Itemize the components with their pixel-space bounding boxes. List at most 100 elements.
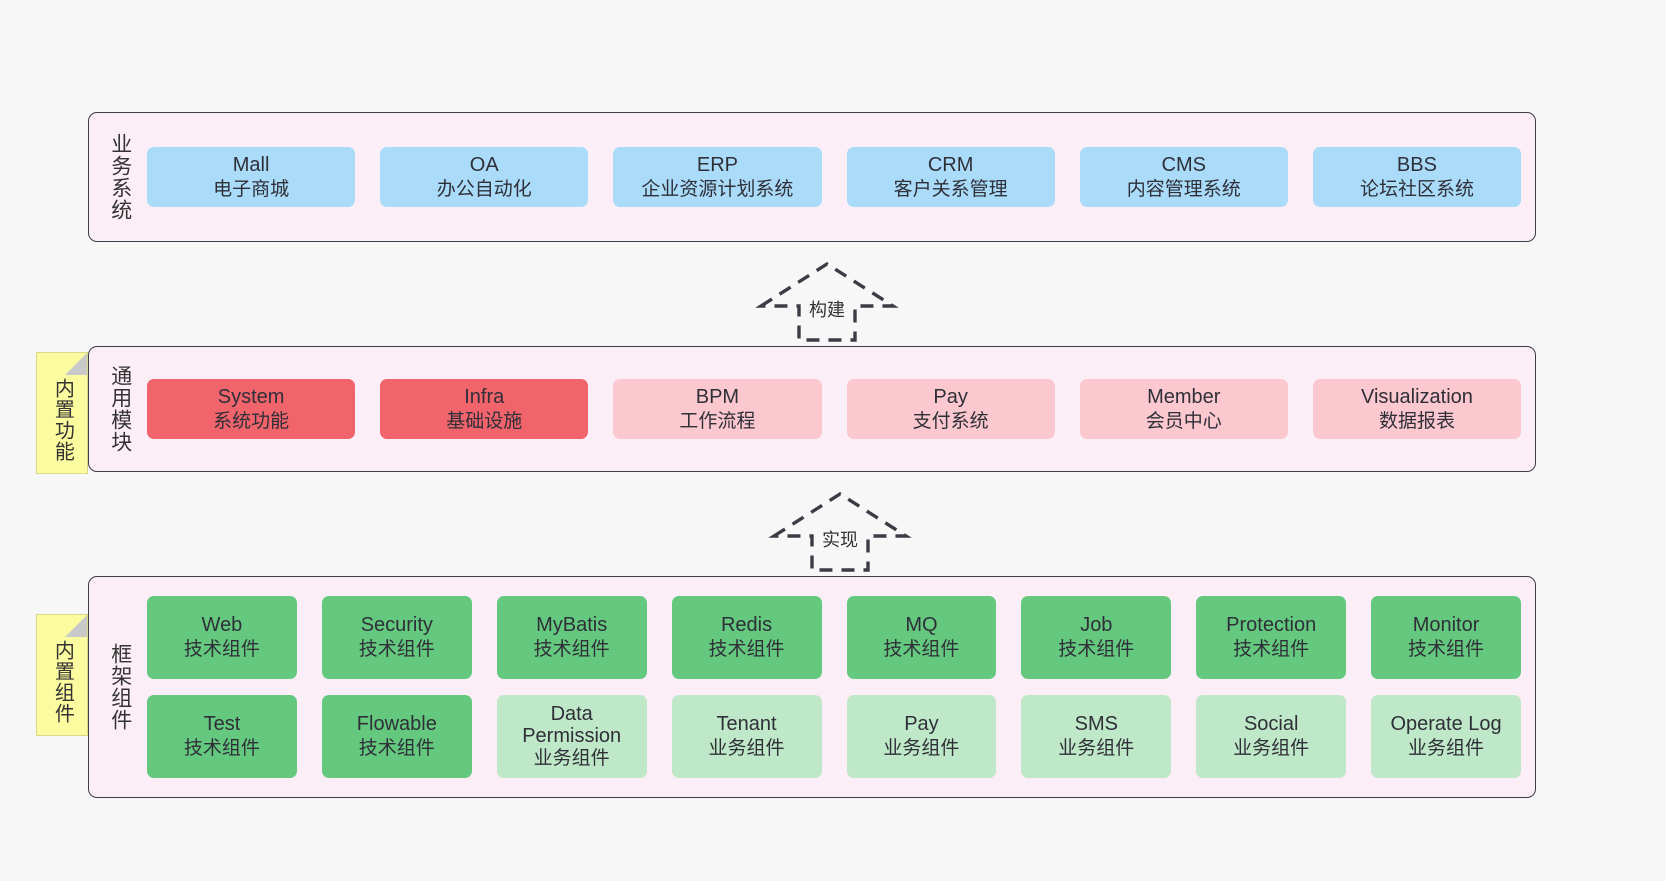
layer-business-system: 业务系统 Mall 电子商城 OA 办公自动化 ERP 企业资源计划系统 CRM…	[88, 112, 1536, 242]
card-member[interactable]: Member 会员中心	[1079, 378, 1288, 440]
card-mq[interactable]: MQ 技术组件	[846, 596, 997, 679]
card-title: CMS	[1161, 153, 1206, 176]
card-cms[interactable]: CMS 内容管理系统	[1079, 146, 1288, 208]
card-mybatis[interactable]: MyBatis 技术组件	[496, 596, 647, 679]
connector-build-label: 构建	[809, 300, 845, 320]
card-visualization[interactable]: Visualization 数据报表	[1312, 378, 1522, 440]
card-sms[interactable]: SMS 业务组件	[1021, 695, 1172, 778]
card-social[interactable]: Social 业务组件	[1196, 695, 1347, 778]
card-title: Social	[1243, 713, 1299, 736]
layer-body-business-system: Mall 电子商城 OA 办公自动化 ERP 企业资源计划系统 CRM 客户关系…	[137, 125, 1522, 229]
connector-build: 构建	[755, 258, 905, 344]
card-erp[interactable]: ERP 企业资源计划系统	[613, 146, 822, 208]
layer-title-common-module: 通用模块	[108, 365, 132, 453]
card-test[interactable]: Test 技术组件	[147, 695, 297, 778]
card-title: CRM	[927, 153, 974, 176]
card-subtitle: 内容管理系统	[1126, 178, 1241, 200]
card-row: Mall 电子商城 OA 办公自动化 ERP 企业资源计划系统 CRM 客户关系…	[147, 146, 1522, 208]
card-bpm[interactable]: BPM 工作流程	[613, 378, 822, 440]
connector-implement-label: 实现	[822, 530, 858, 550]
card-title: BBS	[1396, 153, 1437, 176]
card-title: Infra	[464, 385, 505, 408]
card-security[interactable]: Security 技术组件	[321, 596, 472, 679]
card-subtitle: 企业资源计划系统	[641, 178, 794, 200]
layer-common-module: 通用模块 System 系统功能 Infra 基础设施 BPM 工作流程 Pay…	[88, 346, 1536, 472]
layer-framework-component: 框架组件 Web 技术组件 Security 技术组件 MyBatis 技术组件…	[88, 576, 1536, 798]
card-subtitle: 数据报表	[1378, 410, 1455, 432]
card-subtitle: 技术组件	[358, 738, 435, 760]
card-monitor[interactable]: Monitor 技术组件	[1371, 596, 1521, 679]
card-row: Web 技术组件 Security 技术组件 MyBatis 技术组件 Redi…	[147, 596, 1521, 679]
card-title: SMS	[1074, 713, 1118, 736]
connector-implement: 实现	[768, 488, 918, 574]
card-title: Mall	[232, 153, 270, 176]
note-label: 内置功能	[51, 378, 74, 462]
card-title: MQ	[905, 614, 938, 637]
note-label: 内置组件	[51, 640, 74, 724]
card-title: Visualization	[1360, 385, 1473, 408]
card-subtitle: 工作流程	[679, 410, 756, 432]
card-title: Pay	[904, 713, 939, 736]
card-job[interactable]: Job 技术组件	[1021, 596, 1172, 679]
card-title: Operate Log	[1390, 713, 1502, 736]
card-subtitle: 支付系统	[912, 410, 989, 432]
card-title: System	[217, 385, 285, 408]
card-row: Test 技术组件 Flowable 技术组件 Data Permission …	[147, 695, 1521, 778]
card-subtitle: 技术组件	[708, 639, 785, 661]
card-title: BPM	[695, 385, 740, 408]
card-subtitle: 论坛社区系统	[1359, 178, 1474, 200]
card-redis[interactable]: Redis 技术组件	[671, 596, 822, 679]
card-infra[interactable]: Infra 基础设施	[380, 378, 589, 440]
card-title: Tenant	[716, 713, 777, 736]
card-subtitle: 电子商城	[213, 178, 290, 200]
card-tenant[interactable]: Tenant 业务组件	[671, 695, 822, 778]
card-web[interactable]: Web 技术组件	[147, 596, 297, 679]
layer-title-business-system: 业务系统	[108, 133, 132, 221]
card-oa[interactable]: OA 办公自动化	[380, 146, 589, 208]
card-pay-business[interactable]: Pay 业务组件	[846, 695, 997, 778]
card-crm[interactable]: CRM 客户关系管理	[846, 146, 1055, 208]
card-subtitle: 业务组件	[708, 738, 785, 760]
card-protection[interactable]: Protection 技术组件	[1196, 596, 1347, 679]
card-title: MyBatis	[536, 614, 608, 637]
card-row: System 系统功能 Infra 基础设施 BPM 工作流程 Pay 支付系统…	[147, 378, 1522, 440]
card-title: Web	[201, 614, 243, 637]
card-system[interactable]: System 系统功能	[147, 378, 356, 440]
card-subtitle: 业务组件	[1233, 738, 1310, 760]
card-subtitle: 技术组件	[883, 639, 960, 661]
card-subtitle: 业务组件	[1408, 738, 1485, 760]
layer-title-framework-component: 框架组件	[108, 643, 132, 731]
card-operate-log[interactable]: Operate Log 业务组件	[1371, 695, 1521, 778]
card-title: ERP	[696, 153, 738, 176]
card-subtitle: 技术组件	[183, 738, 260, 760]
card-title: Security	[360, 614, 433, 637]
card-data-permission[interactable]: Data Permission 业务组件	[496, 695, 647, 778]
card-pay[interactable]: Pay 支付系统	[846, 378, 1055, 440]
card-subtitle: 技术组件	[1058, 639, 1135, 661]
card-subtitle: 技术组件	[533, 639, 610, 661]
card-title: Monitor	[1412, 614, 1480, 637]
card-title: Protection	[1226, 614, 1317, 637]
card-subtitle: 业务组件	[883, 738, 960, 760]
card-subtitle: 基础设施	[446, 410, 523, 432]
card-flowable[interactable]: Flowable 技术组件	[321, 695, 472, 778]
card-title: Data Permission	[522, 702, 622, 747]
card-subtitle: 办公自动化	[436, 178, 532, 200]
card-title: Job	[1080, 614, 1113, 637]
card-title: Flowable	[356, 713, 437, 736]
card-subtitle: 客户关系管理	[893, 178, 1008, 200]
card-subtitle: 业务组件	[533, 747, 610, 769]
card-mall[interactable]: Mall 电子商城	[147, 146, 356, 208]
note-builtin-component: 内置组件	[36, 614, 88, 736]
layer-body-framework-component: Web 技术组件 Security 技术组件 MyBatis 技术组件 Redi…	[137, 589, 1521, 785]
card-title: Redis	[720, 614, 773, 637]
card-bbs[interactable]: BBS 论坛社区系统	[1312, 146, 1522, 208]
card-subtitle: 技术组件	[1233, 639, 1310, 661]
build-arrow-icon	[755, 261, 899, 342]
card-title: Test	[203, 713, 241, 736]
layer-body-common-module: System 系统功能 Infra 基础设施 BPM 工作流程 Pay 支付系统…	[137, 359, 1522, 459]
card-title: Pay	[933, 385, 968, 408]
note-builtin-function: 内置功能	[36, 352, 88, 474]
card-subtitle: 业务组件	[1058, 738, 1135, 760]
